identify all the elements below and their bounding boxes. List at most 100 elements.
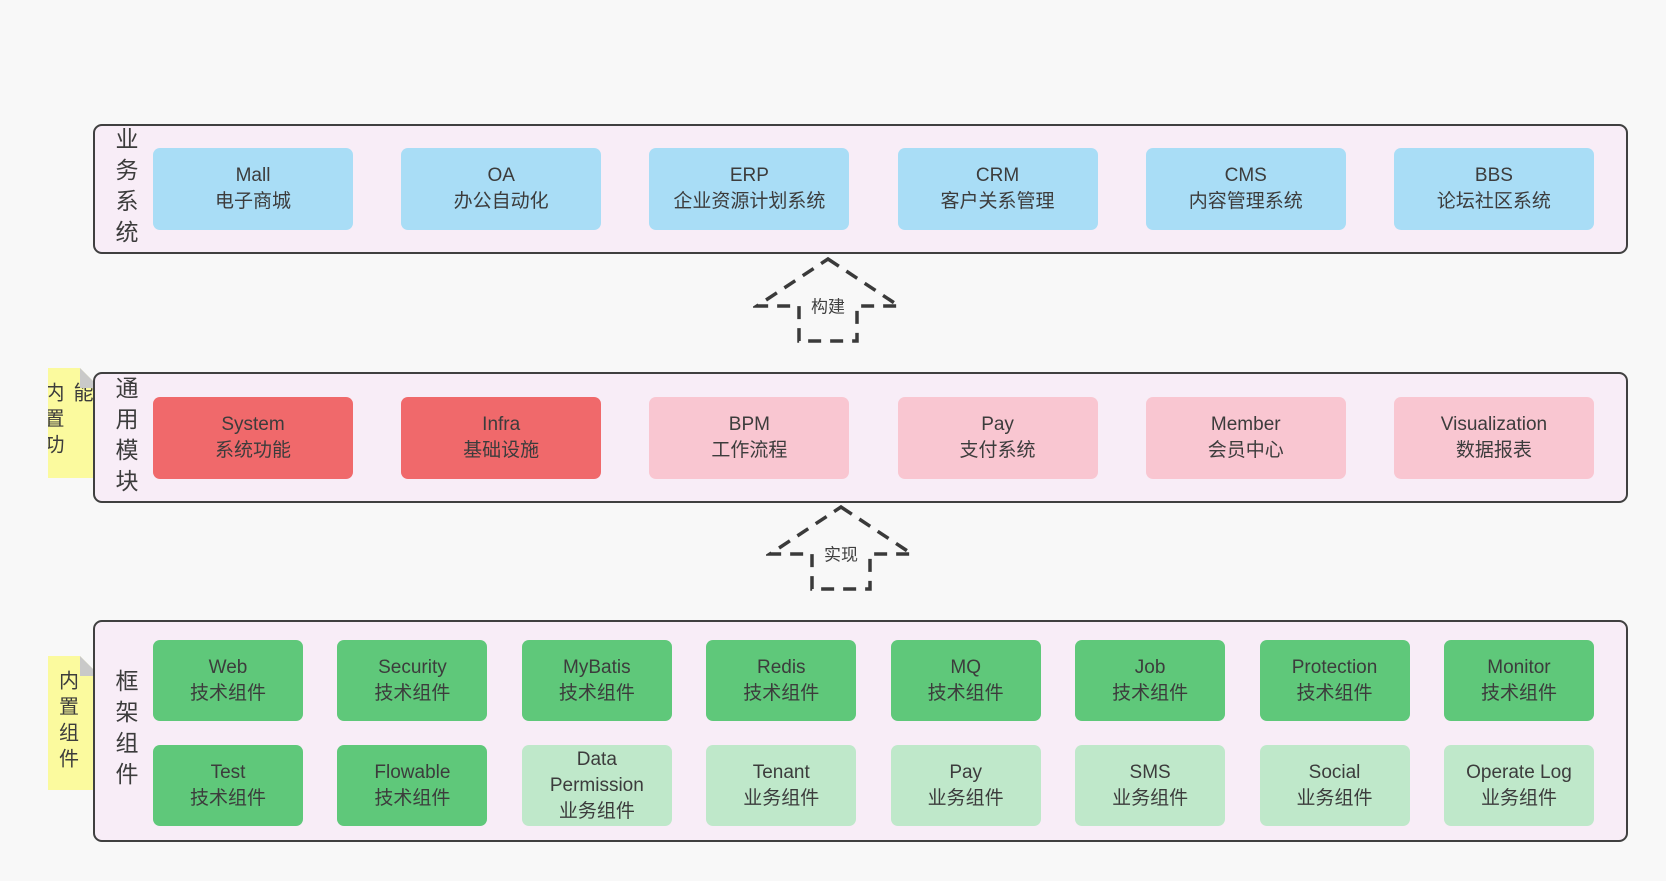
box-visualization: Visualization 数据报表: [1393, 396, 1594, 479]
panel-modules-side-label: 通用模块: [112, 375, 138, 500]
box-subtitle: 技术组件: [558, 682, 635, 704]
box-subtitle: 技术组件: [1296, 682, 1373, 704]
box-subtitle: 内容管理系统: [1188, 191, 1303, 212]
box-mybatis: MyBatis 技术组件: [521, 640, 672, 721]
box-erp: ERP 企业资源计划系统: [649, 148, 850, 230]
box-title: BPM: [728, 413, 770, 435]
box-bbs: BBS 论坛社区系统: [1393, 148, 1594, 230]
box-title: CRM: [975, 165, 1020, 186]
box-pay-module: Pay 支付系统: [897, 396, 1098, 479]
box-title: Pay: [949, 761, 983, 783]
box-title: Monitor: [1487, 656, 1551, 678]
box-subtitle: 企业资源计划系统: [673, 191, 826, 212]
box-subtitle: 支付系统: [959, 439, 1036, 461]
box-title: Redis: [756, 656, 806, 678]
box-title: Member: [1210, 413, 1281, 435]
box-infra: Infra 基础设施: [401, 396, 602, 479]
box-title: SMS: [1129, 761, 1171, 783]
box-subtitle: 业务组件: [558, 800, 635, 822]
box-subtitle: 电子商城: [214, 191, 291, 212]
box-social: Social 业务组件: [1259, 745, 1410, 826]
box-job: Job 技术组件: [1075, 640, 1226, 721]
arrow-implement-label: 实现: [821, 539, 861, 567]
box-subtitle: 业务组件: [743, 787, 820, 809]
framework-row-1: Web 技术组件 Security 技术组件 MyBatis 技术组件 Redi…: [153, 640, 1594, 721]
box-subtitle: 技术组件: [189, 787, 266, 809]
framework-box-rows: Web 技术组件 Security 技术组件 MyBatis 技术组件 Redi…: [153, 640, 1594, 826]
dashed-up-arrow-build: 构建: [753, 256, 903, 344]
box-subtitle: 技术组件: [1112, 682, 1189, 704]
box-sms: SMS 业务组件: [1075, 745, 1226, 826]
panel-framework-side-label: 框架组件: [112, 669, 138, 793]
box-operate-log: Operate Log 业务组件: [1443, 745, 1594, 826]
panel-common-modules: 通用模块 System 系统功能 Infra 基础设施 BPM 工作流程 Pay…: [93, 372, 1628, 503]
framework-row-2: Test 技术组件 Flowable 技术组件 Data Permission …: [153, 745, 1594, 826]
box-data-permission: Data Permission 业务组件: [521, 745, 672, 826]
box-subtitle: 业务组件: [1112, 787, 1189, 809]
box-subtitle: 客户关系管理: [940, 191, 1055, 212]
modules-box-row: System 系统功能 Infra 基础设施 BPM 工作流程 Pay 支付系统…: [153, 374, 1594, 501]
dashed-up-arrow-implement: 实现: [766, 504, 916, 592]
box-protection: Protection 技术组件: [1259, 640, 1410, 721]
box-test: Test 技术组件: [153, 745, 303, 826]
box-title: Data Permission: [549, 748, 644, 796]
panel-business-side-label: 业务系统: [112, 127, 138, 251]
box-web: Web 技术组件: [153, 640, 303, 721]
box-redis: Redis 技术组件: [706, 640, 857, 721]
box-title: Web: [208, 656, 248, 678]
box-crm: CRM 客户关系管理: [897, 148, 1098, 230]
box-subtitle: 论坛社区系统: [1436, 191, 1551, 212]
box-monitor: Monitor 技术组件: [1443, 640, 1594, 721]
box-subtitle: 技术组件: [374, 682, 451, 704]
box-title: ERP: [729, 165, 769, 186]
up-arrow-icon: [753, 256, 903, 343]
box-subtitle: 系统功能: [214, 439, 291, 461]
panel-business-systems: 业务系统 Mall 电子商城 OA 办公自动化 ERP 企业资源计划系统 CRM…: [93, 124, 1628, 254]
box-title: Protection: [1291, 656, 1378, 678]
sticky-note-label: 内置组件: [55, 670, 78, 774]
box-mq: MQ 技术组件: [890, 640, 1041, 721]
box-title: Visualization: [1440, 413, 1548, 435]
box-member: Member 会员中心: [1145, 396, 1346, 479]
box-title: OA: [487, 165, 515, 186]
box-cms: CMS 内容管理系统: [1145, 148, 1346, 230]
box-title: System: [221, 413, 285, 435]
box-title: Test: [210, 761, 246, 783]
box-title: BBS: [1474, 165, 1513, 186]
box-subtitle: 技术组件: [1480, 682, 1557, 704]
box-subtitle: 办公自动化: [453, 191, 549, 212]
arrow-build-label: 构建: [808, 291, 848, 319]
box-security: Security 技术组件: [337, 640, 488, 721]
box-subtitle: 技术组件: [743, 682, 820, 704]
box-title: Job: [1134, 656, 1166, 678]
box-subtitle: 数据报表: [1455, 439, 1532, 461]
box-subtitle: 技术组件: [374, 787, 451, 809]
box-title: Social: [1308, 761, 1361, 783]
box-title: CMS: [1224, 165, 1267, 186]
box-subtitle: 业务组件: [1296, 787, 1373, 809]
sticky-note-label: 内置功能: [41, 382, 92, 460]
up-arrow-icon: [766, 504, 916, 591]
box-title: Tenant: [752, 761, 810, 783]
panel-framework-components: 框架组件 Web 技术组件 Security 技术组件 MyBatis 技术组件…: [93, 620, 1628, 842]
box-subtitle: 业务组件: [1480, 787, 1557, 809]
box-oa: OA 办公自动化: [401, 148, 602, 230]
box-subtitle: 基础设施: [463, 439, 540, 461]
box-title: MQ: [950, 656, 981, 678]
box-title: Operate Log: [1466, 761, 1572, 783]
box-subtitle: 技术组件: [927, 682, 1004, 704]
box-system: System 系统功能: [153, 396, 353, 479]
box-title: Pay: [981, 413, 1014, 435]
box-subtitle: 技术组件: [189, 682, 266, 704]
box-title: MyBatis: [563, 656, 631, 678]
box-subtitle: 工作流程: [711, 439, 788, 461]
box-flowable: Flowable 技术组件: [337, 745, 488, 826]
box-subtitle: 会员中心: [1207, 439, 1284, 461]
box-mall: Mall 电子商城: [153, 148, 353, 230]
box-tenant: Tenant 业务组件: [706, 745, 857, 826]
box-subtitle: 业务组件: [927, 787, 1004, 809]
box-title: Security: [378, 656, 447, 678]
box-title: Mall: [235, 165, 271, 186]
box-title: Infra: [482, 413, 521, 435]
box-title: Flowable: [374, 761, 451, 783]
